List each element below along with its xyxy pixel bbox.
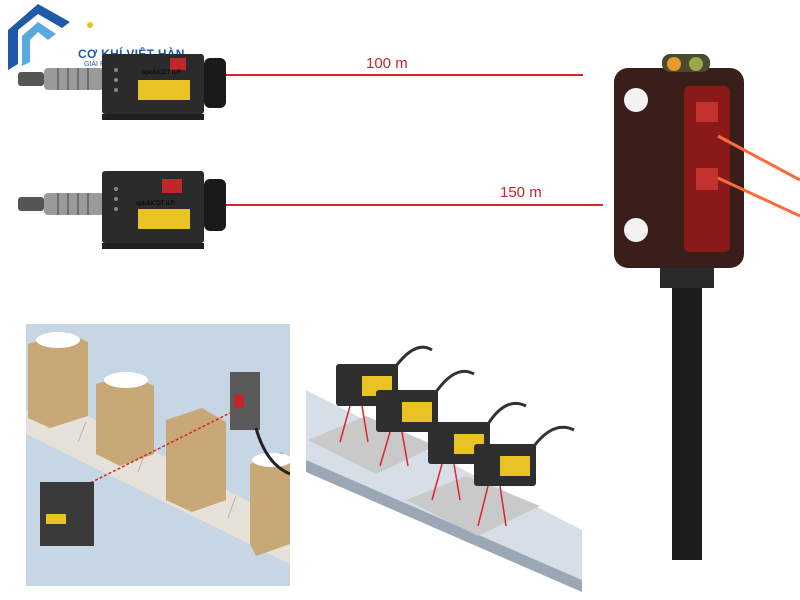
sensor-head-2 bbox=[376, 390, 438, 467]
warning-label bbox=[138, 80, 190, 100]
connector-plug bbox=[18, 72, 44, 86]
box-4 bbox=[250, 452, 290, 556]
logo-star-icon bbox=[87, 22, 93, 28]
conveyor-box-scene bbox=[26, 324, 290, 586]
receiver-beam bbox=[717, 176, 800, 218]
conveyor-belt bbox=[26, 404, 290, 564]
logo-house-mark-light bbox=[22, 22, 56, 66]
mount-hole-top bbox=[624, 88, 648, 112]
warning-label bbox=[138, 209, 190, 229]
sensor-model-text: optoNCDT ILR bbox=[142, 70, 182, 76]
logo-house-mark-dark bbox=[8, 4, 70, 70]
box-3 bbox=[166, 408, 226, 512]
company-logo bbox=[8, 4, 93, 70]
metal-plate-2 bbox=[406, 476, 540, 536]
box-1 bbox=[28, 332, 88, 428]
photoelectric-sensor bbox=[614, 54, 800, 560]
sensor-housing bbox=[102, 171, 204, 243]
led-green-icon bbox=[689, 57, 703, 71]
sensor-model-text: optoNCDT ILR bbox=[136, 201, 176, 207]
metal-plate-1 bbox=[308, 416, 436, 474]
multi-sensor-scene bbox=[306, 330, 582, 592]
sensor-head-4 bbox=[474, 444, 536, 527]
box-2 bbox=[96, 374, 154, 466]
lens-tube bbox=[204, 58, 226, 108]
emitter-beam bbox=[717, 134, 800, 182]
distance-label-top: 100 m bbox=[366, 55, 408, 72]
brand-badge bbox=[162, 179, 182, 193]
laser-sensor-top: optoNCDT ILR bbox=[18, 54, 583, 120]
distance-label-bottom: 150 m bbox=[500, 184, 542, 201]
brand-badge bbox=[170, 58, 186, 70]
laser-sensor-bottom: optoNCDT ILR bbox=[18, 171, 603, 249]
mount-hole-bottom bbox=[624, 218, 648, 242]
sensor-cable bbox=[672, 280, 702, 560]
led-orange-icon bbox=[667, 57, 681, 71]
connector-body bbox=[44, 68, 104, 90]
detection-beam bbox=[55, 411, 233, 501]
